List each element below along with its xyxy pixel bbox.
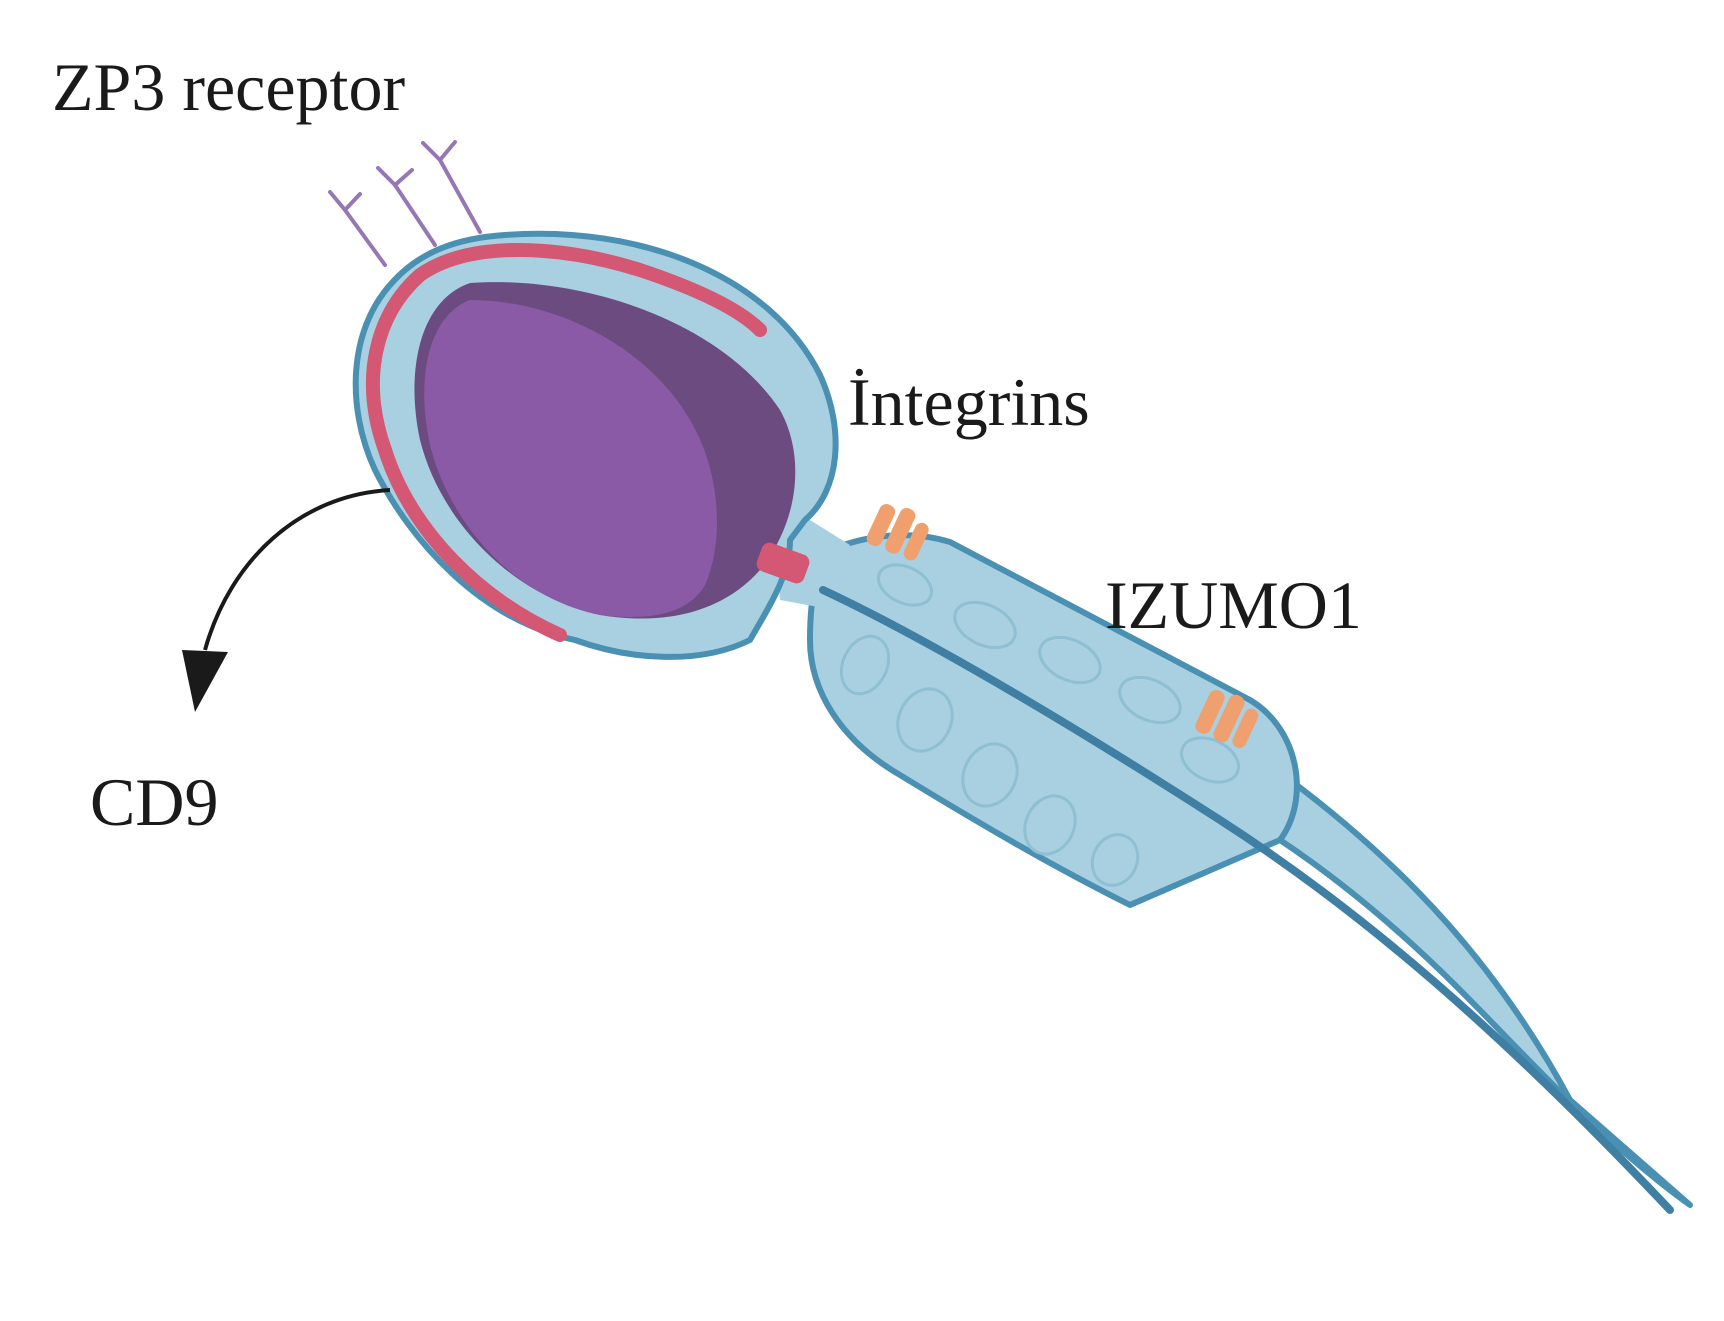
mitochondrion [1090, 833, 1140, 887]
zp3-receptor-2 [376, 166, 437, 247]
izumo1-label: IZUMO1 [1105, 567, 1362, 643]
nucleus-inner [424, 300, 717, 617]
cd9-label: CD9 [90, 764, 218, 840]
mitochondria-group [839, 563, 1240, 887]
mitochondrion [877, 563, 933, 607]
integrins-label: İntegrins [848, 364, 1090, 440]
izumo1-protein [1195, 689, 1259, 749]
zp3-receptors [328, 140, 482, 267]
sperm-tail [1277, 777, 1693, 1208]
axoneme [819, 586, 1674, 1214]
mitochondrion [1023, 794, 1077, 856]
mitochondrion [1118, 675, 1182, 725]
integrin-protein [866, 504, 929, 561]
mitochondrion [839, 634, 891, 696]
centriole-marker [756, 542, 810, 584]
mitochondrion [896, 687, 954, 753]
mitochondrion [961, 742, 1019, 808]
mitochondrion [1180, 736, 1240, 784]
zp3-receptor-1 [328, 190, 387, 267]
mitochondrion [1038, 635, 1102, 685]
mitochondrion [953, 600, 1017, 650]
cd9-arrow [203, 488, 391, 651]
zp3-receptor-label: ZP3 receptor [52, 49, 405, 125]
acrosome [365, 243, 767, 642]
zp3-receptor-3 [421, 140, 482, 234]
cd9-arrow-head [182, 650, 228, 712]
